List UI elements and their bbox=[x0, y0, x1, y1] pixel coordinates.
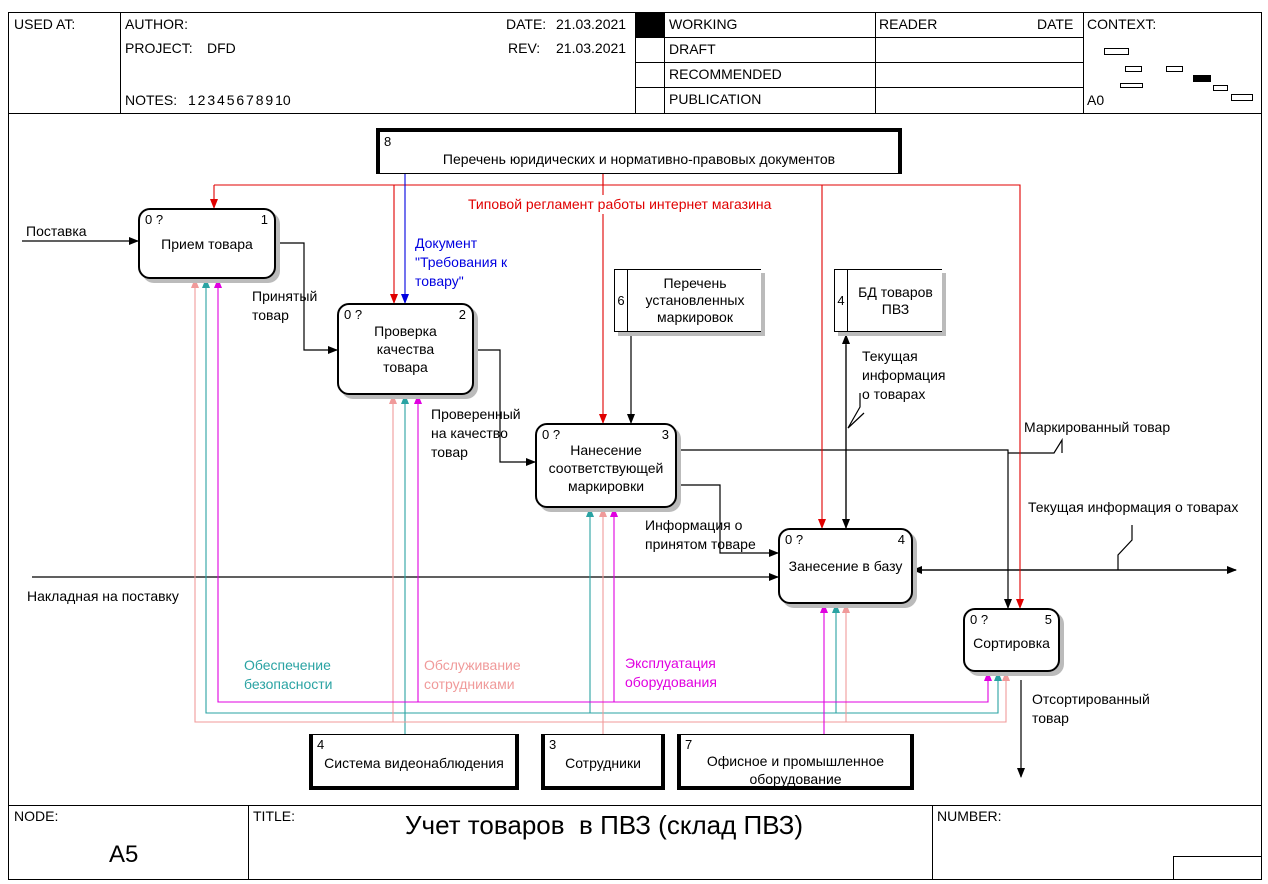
store-label: Перечень установленных маркировок bbox=[645, 275, 745, 325]
notes-value: 1 2 3 4 5 6 7 8 9 10 bbox=[188, 92, 291, 108]
flow-checked bbox=[474, 349, 536, 466]
process-label: Проверка качества товара bbox=[374, 323, 437, 375]
label-invoice: Накладная на поставку bbox=[27, 588, 179, 604]
label-current-info-db: Текущая информация о товарах bbox=[862, 348, 946, 402]
project-label: PROJECT: bbox=[125, 40, 193, 56]
process-number: 2 bbox=[458, 307, 466, 322]
label-supply: Поставка bbox=[26, 223, 87, 239]
process-number: 5 bbox=[1044, 612, 1052, 627]
process-receive-goods[interactable]: 0 ? 1 Прием товара bbox=[138, 208, 276, 279]
project-value: DFD bbox=[207, 40, 236, 56]
process-marking[interactable]: 0 ? 3 Нанесение соответствующей маркиров… bbox=[535, 423, 677, 508]
external-cctv[interactable]: 4 Система видеонаблюдения bbox=[309, 734, 519, 790]
reader-label: READER bbox=[879, 16, 938, 32]
external-equipment[interactable]: 7 Офисное и промышленное оборудование bbox=[677, 734, 914, 790]
process-label: Сортировка bbox=[973, 635, 1050, 651]
label-accepted-info: Информация о принятом товаре bbox=[645, 517, 756, 552]
process-number: 1 bbox=[260, 212, 268, 227]
process-quality-check[interactable]: 0 ? 2 Проверка качества товара bbox=[337, 303, 474, 395]
squiggle-info bbox=[1117, 525, 1133, 570]
process-sorting[interactable]: 0 ? 5 Сортировка bbox=[963, 608, 1060, 672]
working-status-marker bbox=[636, 13, 664, 37]
regulation-to-5 bbox=[822, 184, 1024, 609]
process-label: Прием товара bbox=[161, 235, 253, 252]
external-id: 7 bbox=[685, 737, 693, 752]
external-label: Сотрудники bbox=[565, 755, 641, 771]
label-equipment-use: Эксплуатация оборудования bbox=[625, 655, 717, 690]
process-label: Занесение в базу bbox=[788, 558, 903, 574]
rev-label: REV: bbox=[508, 40, 541, 56]
store-marking-list[interactable]: 6 Перечень установленных маркировок bbox=[614, 269, 761, 332]
label-regulation: Типовой регламент работы интернет магази… bbox=[468, 195, 772, 214]
equipment-bus bbox=[214, 278, 825, 734]
label-sorted: Отсортированный товар bbox=[1032, 691, 1150, 726]
status-publication: PUBLICATION bbox=[669, 91, 762, 107]
process-number: 3 bbox=[661, 427, 669, 442]
flow-received bbox=[276, 242, 338, 354]
store-goods-db[interactable]: 4 БД товаров ПВЗ bbox=[834, 269, 942, 332]
regulation-main bbox=[214, 174, 604, 186]
context-map bbox=[1104, 48, 1253, 101]
process-db-entry[interactable]: 0 ? 4 Занесение в базу bbox=[778, 528, 913, 604]
process-cost: 0 ? bbox=[145, 212, 164, 227]
process-cost: 0 ? bbox=[344, 307, 363, 322]
external-label: Система видеонаблюдения bbox=[324, 755, 504, 771]
external-staff[interactable]: 3 Сотрудники bbox=[541, 734, 665, 790]
label-received: Принятый товар bbox=[252, 288, 318, 323]
context-node: A0 bbox=[1087, 92, 1105, 108]
date-label: DATE: bbox=[506, 16, 547, 32]
squiggle-marked bbox=[1008, 437, 1063, 454]
external-id: 4 bbox=[317, 737, 325, 752]
date-value: 21.03.2021 bbox=[556, 16, 627, 32]
label-document: Документ "Требования к товару" bbox=[415, 235, 508, 289]
context-label: CONTEXT: bbox=[1087, 16, 1157, 32]
label-checked: Проверенный на качество товар bbox=[431, 406, 521, 460]
number-label: NUMBER: bbox=[937, 808, 1002, 824]
external-id: 3 bbox=[549, 737, 557, 752]
external-label: Офисное и промышленное оборудование bbox=[706, 753, 885, 787]
status-working: WORKING bbox=[669, 16, 738, 32]
form-frame bbox=[8, 12, 1262, 880]
label-staff-service: Обслуживание сотрудниками bbox=[424, 657, 521, 692]
process-cost: 0 ? bbox=[970, 612, 989, 627]
label-security: Обеспечение безопасности bbox=[244, 657, 333, 692]
staff-bus bbox=[191, 278, 604, 734]
node-label: NODE: bbox=[14, 808, 59, 824]
process-cost: 0 ? bbox=[785, 532, 804, 547]
external-legal-docs[interactable]: 8 Перечень юридических и нормативно-прав… bbox=[376, 128, 902, 174]
flow-accepted-info bbox=[677, 484, 779, 557]
label-marked: Маркированный товар bbox=[1024, 419, 1171, 435]
security-bus bbox=[202, 278, 406, 734]
process-label: Нанесение соответствующей маркировки bbox=[548, 441, 664, 494]
node-value: A5 bbox=[109, 841, 139, 868]
status-draft: DRAFT bbox=[669, 41, 716, 57]
diagram-title: Учет товаров в ПВЗ (склад ПВЗ) bbox=[405, 810, 804, 840]
notes-label: NOTES: bbox=[125, 92, 178, 108]
used-at-label: USED AT: bbox=[14, 16, 76, 32]
flow-marked-goods bbox=[677, 449, 1012, 609]
reader-date-label: DATE bbox=[1037, 16, 1074, 32]
external-label: Перечень юридических и нормативно-правов… bbox=[442, 151, 836, 167]
title-label: TITLE: bbox=[253, 808, 296, 824]
author-label: AUTHOR: bbox=[125, 16, 188, 32]
squiggle-db bbox=[847, 393, 865, 429]
rev-value: 21.03.2021 bbox=[556, 40, 627, 56]
external-id: 8 bbox=[384, 134, 392, 149]
store-id: 4 bbox=[835, 270, 848, 331]
process-number: 4 bbox=[897, 532, 905, 547]
label-current-info: Текущая информация о товарах bbox=[1028, 499, 1239, 515]
store-label: БД товаров ПВЗ bbox=[858, 283, 933, 317]
status-recommended: RECOMMENDED bbox=[669, 66, 782, 82]
store-id: 6 bbox=[615, 270, 628, 331]
process-cost: 0 ? bbox=[542, 427, 561, 442]
